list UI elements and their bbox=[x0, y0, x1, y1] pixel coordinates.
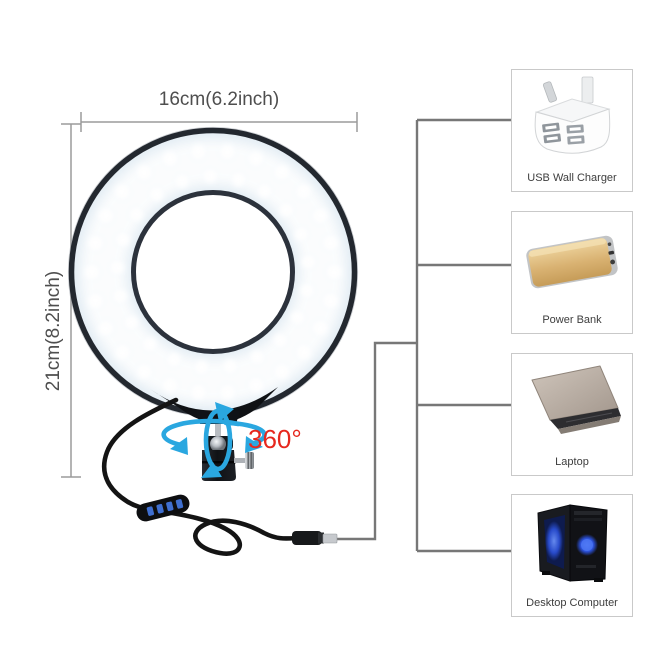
panel-label: Desktop Computer bbox=[526, 597, 618, 609]
height-dimension-label: 21cm(8.2inch) bbox=[43, 270, 64, 392]
inner-rim bbox=[131, 190, 295, 354]
panel-laptop: Laptop bbox=[511, 353, 633, 476]
usb-plug-collar bbox=[318, 532, 324, 544]
dimension-lines bbox=[61, 112, 358, 478]
remote-button bbox=[175, 499, 184, 509]
panel-power-bank: Power Bank bbox=[511, 211, 633, 334]
usb-plug-metal-tip bbox=[322, 533, 338, 544]
rotation-360-label: 360° bbox=[248, 424, 302, 454]
led-bulbs-outer-row bbox=[81, 140, 345, 404]
remote-button bbox=[146, 506, 155, 516]
width-dimension-label: 16cm(6.2inch) bbox=[158, 89, 280, 110]
usb-plug-body bbox=[292, 531, 322, 545]
power-bank-icon bbox=[526, 235, 618, 289]
panel-usb-wall-charger: USB Wall Charger bbox=[511, 69, 633, 192]
height-dimension-line bbox=[61, 123, 81, 478]
mount-seam bbox=[202, 461, 236, 464]
usb-wall-charger-icon bbox=[534, 76, 611, 154]
panel-label: USB Wall Charger bbox=[527, 172, 617, 184]
inline-remote bbox=[136, 494, 190, 522]
arrowheads bbox=[170, 402, 263, 478]
rotation-arrows bbox=[161, 402, 267, 478]
right-rotation-arrow bbox=[223, 420, 267, 446]
screw-shaft bbox=[234, 458, 246, 463]
diffuser-glow bbox=[79, 138, 347, 406]
led-ring-light bbox=[67, 126, 359, 418]
left-rotation-arrow bbox=[161, 418, 241, 448]
ball-joint bbox=[210, 436, 226, 452]
usb-plug bbox=[292, 531, 338, 545]
usb-cable bbox=[101, 397, 338, 556]
panel-desktop-computer: Desktop Computer bbox=[511, 494, 633, 617]
laptop-icon bbox=[531, 365, 621, 434]
remote-button bbox=[166, 501, 174, 512]
connector-lines bbox=[336, 118, 511, 553]
panel-label: Laptop bbox=[555, 456, 589, 468]
screw-knob bbox=[245, 452, 254, 469]
cable-path bbox=[101, 397, 299, 556]
remote-button bbox=[156, 503, 164, 514]
cable-to-trunk-line bbox=[336, 341, 417, 541]
led-bulbs-inner-row bbox=[107, 166, 319, 378]
panel-label: Power Bank bbox=[542, 314, 602, 326]
width-dimension-line bbox=[80, 112, 358, 132]
ring-bottom-housing bbox=[150, 387, 278, 423]
mount-stem bbox=[215, 424, 221, 440]
desktop-computer-icon bbox=[537, 504, 608, 582]
